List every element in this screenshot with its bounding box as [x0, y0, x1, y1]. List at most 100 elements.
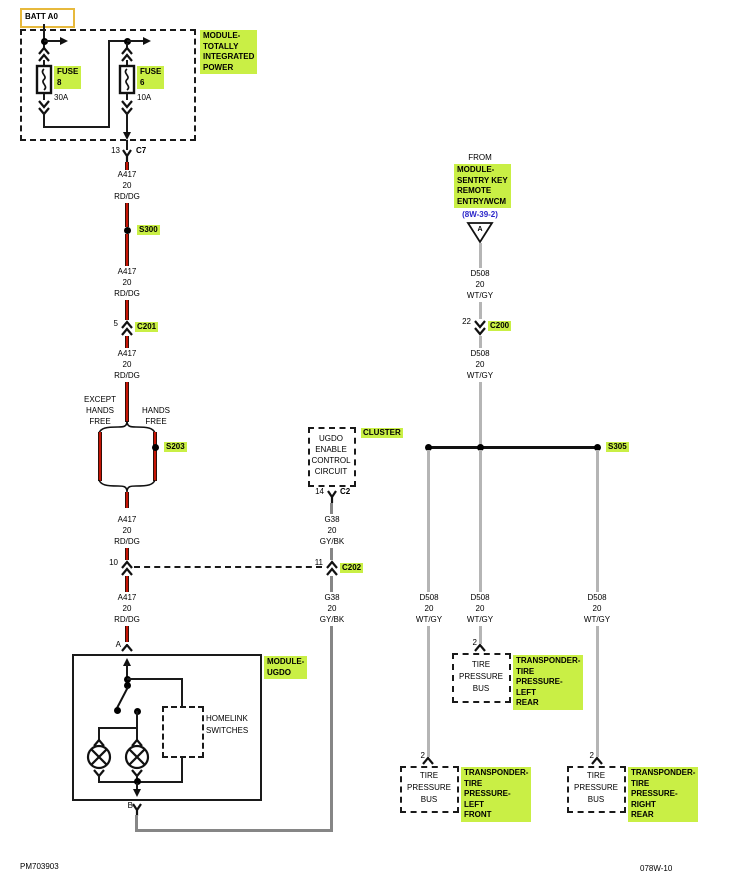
junction-dot	[425, 444, 432, 451]
wire-segment	[596, 450, 599, 592]
branch-label-except: EXCEPT	[83, 395, 117, 404]
connector-c2	[327, 490, 337, 503]
splice-s300	[124, 227, 131, 234]
wire-segment	[126, 140, 128, 150]
cluster-label: CLUSTER	[361, 428, 403, 438]
pin-2-terminal	[422, 757, 434, 765]
lamp-terminal	[93, 739, 105, 747]
tipm-box	[20, 29, 196, 141]
fuse-6-rating: 10A	[137, 93, 152, 102]
wire-code: A417	[117, 515, 137, 524]
wire-segment	[125, 576, 129, 592]
wire-code: D508	[470, 593, 490, 602]
wire-segment	[181, 678, 183, 708]
wire-segment	[125, 626, 129, 642]
wire-segment	[330, 503, 333, 514]
wire-segment	[330, 576, 333, 592]
wire-segment	[127, 678, 182, 680]
reference-link[interactable]: (8W-39-2)	[462, 210, 498, 219]
wire-segment	[126, 43, 128, 48]
connector-c200-label: C200	[488, 321, 512, 331]
wire-segment	[479, 382, 482, 446]
wire-segment	[136, 711, 138, 729]
homelink-label: HOMELINK	[206, 714, 248, 723]
cluster-circuit-line: ENABLE	[315, 445, 347, 454]
tipm-label: MODULE- TOTALLY INTEGRATED POWER	[200, 30, 258, 74]
wire-segment	[427, 626, 430, 757]
wire-segment	[126, 60, 128, 67]
wire-code: D508	[470, 349, 490, 358]
connector-c7-label: C7	[136, 146, 147, 155]
pin-2-terminal	[474, 644, 486, 652]
pin-a-terminal	[121, 644, 133, 652]
wire-segment	[153, 432, 157, 481]
wire-segment	[125, 203, 129, 227]
connector-c2-label: C2	[340, 487, 351, 496]
wire-segment	[330, 626, 333, 832]
arrowhead	[123, 132, 131, 140]
from-label: FROM	[468, 153, 492, 162]
wire-gauge: 20	[122, 526, 132, 535]
fuse-8-label: FUSE 8	[54, 66, 82, 89]
junction-dot	[477, 444, 484, 451]
pin-2-terminal	[591, 757, 603, 765]
fuse-6-symbol	[118, 64, 136, 95]
transponder-label-left-rear: TRANSPONDER- TIRE PRESSURE- LEFT REAR	[513, 655, 584, 710]
wire-code: D508	[587, 593, 607, 602]
wire-gauge: 20	[327, 604, 337, 613]
svg-text:A: A	[477, 226, 482, 233]
wire-code: D508	[419, 593, 439, 602]
connector-c202-tie-line	[134, 566, 322, 568]
wire-code: A417	[117, 267, 137, 276]
switch-symbol	[115, 686, 129, 711]
cluster-circuit-line: CONTROL	[311, 456, 351, 465]
module-ugdo-label: MODULE- UGDO	[264, 656, 308, 679]
fuse-6-label: FUSE 6	[137, 66, 165, 89]
wire-segment	[126, 113, 128, 138]
pin-a-label: A	[115, 640, 121, 649]
splice-s305-label: S305	[606, 442, 629, 452]
wire-segment	[125, 336, 129, 348]
wire-color: GY/BK	[319, 615, 345, 624]
feed-arrow	[127, 40, 143, 42]
wire-segment	[43, 113, 45, 128]
wire-gauge: 20	[122, 181, 132, 190]
wire-segment	[479, 243, 482, 268]
cluster-box	[308, 427, 356, 487]
branch-label-free: FREE	[145, 417, 167, 426]
connector-c7	[122, 149, 132, 162]
wire-gauge: 20	[475, 360, 485, 369]
homelink-box	[162, 706, 204, 758]
wire-segment	[43, 24, 45, 48]
batt-a0-box: BATT A0	[20, 8, 75, 28]
wire-gauge: 20	[424, 604, 434, 613]
wire-segment	[125, 492, 129, 508]
wire-segment	[126, 94, 128, 100]
wire-segment	[108, 40, 110, 128]
fuse-8-rating: 30A	[54, 93, 69, 102]
footer-part-number: PM703903	[20, 862, 59, 871]
lamp-symbol	[124, 744, 150, 770]
wire-gauge: 20	[327, 526, 337, 535]
pin-number: 5	[113, 319, 118, 328]
wire-segment	[136, 783, 138, 790]
feed-arrow	[44, 40, 61, 42]
wire-segment	[479, 626, 482, 644]
wire-segment	[98, 775, 100, 783]
wire-color: WT/GY	[466, 371, 494, 380]
wire-color: WT/GY	[466, 615, 494, 624]
branch-split-brace	[98, 421, 156, 433]
wire-segment	[125, 548, 129, 560]
connector-c200	[474, 320, 486, 336]
tire-pressure-bus-box	[400, 766, 459, 813]
terminal-chevrons	[38, 46, 50, 62]
pin-number: 2	[589, 751, 594, 760]
switch-blade-dot	[114, 707, 121, 714]
wire-code: G38	[324, 515, 340, 524]
connector-c202-pin11	[326, 560, 338, 576]
pin-number: 14	[315, 487, 324, 496]
module-ugdo-box	[72, 654, 262, 801]
source-module-label: MODULE- SENTRY KEY REMOTE ENTRY/WCM	[454, 164, 511, 208]
wire-color: GY/BK	[319, 537, 345, 546]
